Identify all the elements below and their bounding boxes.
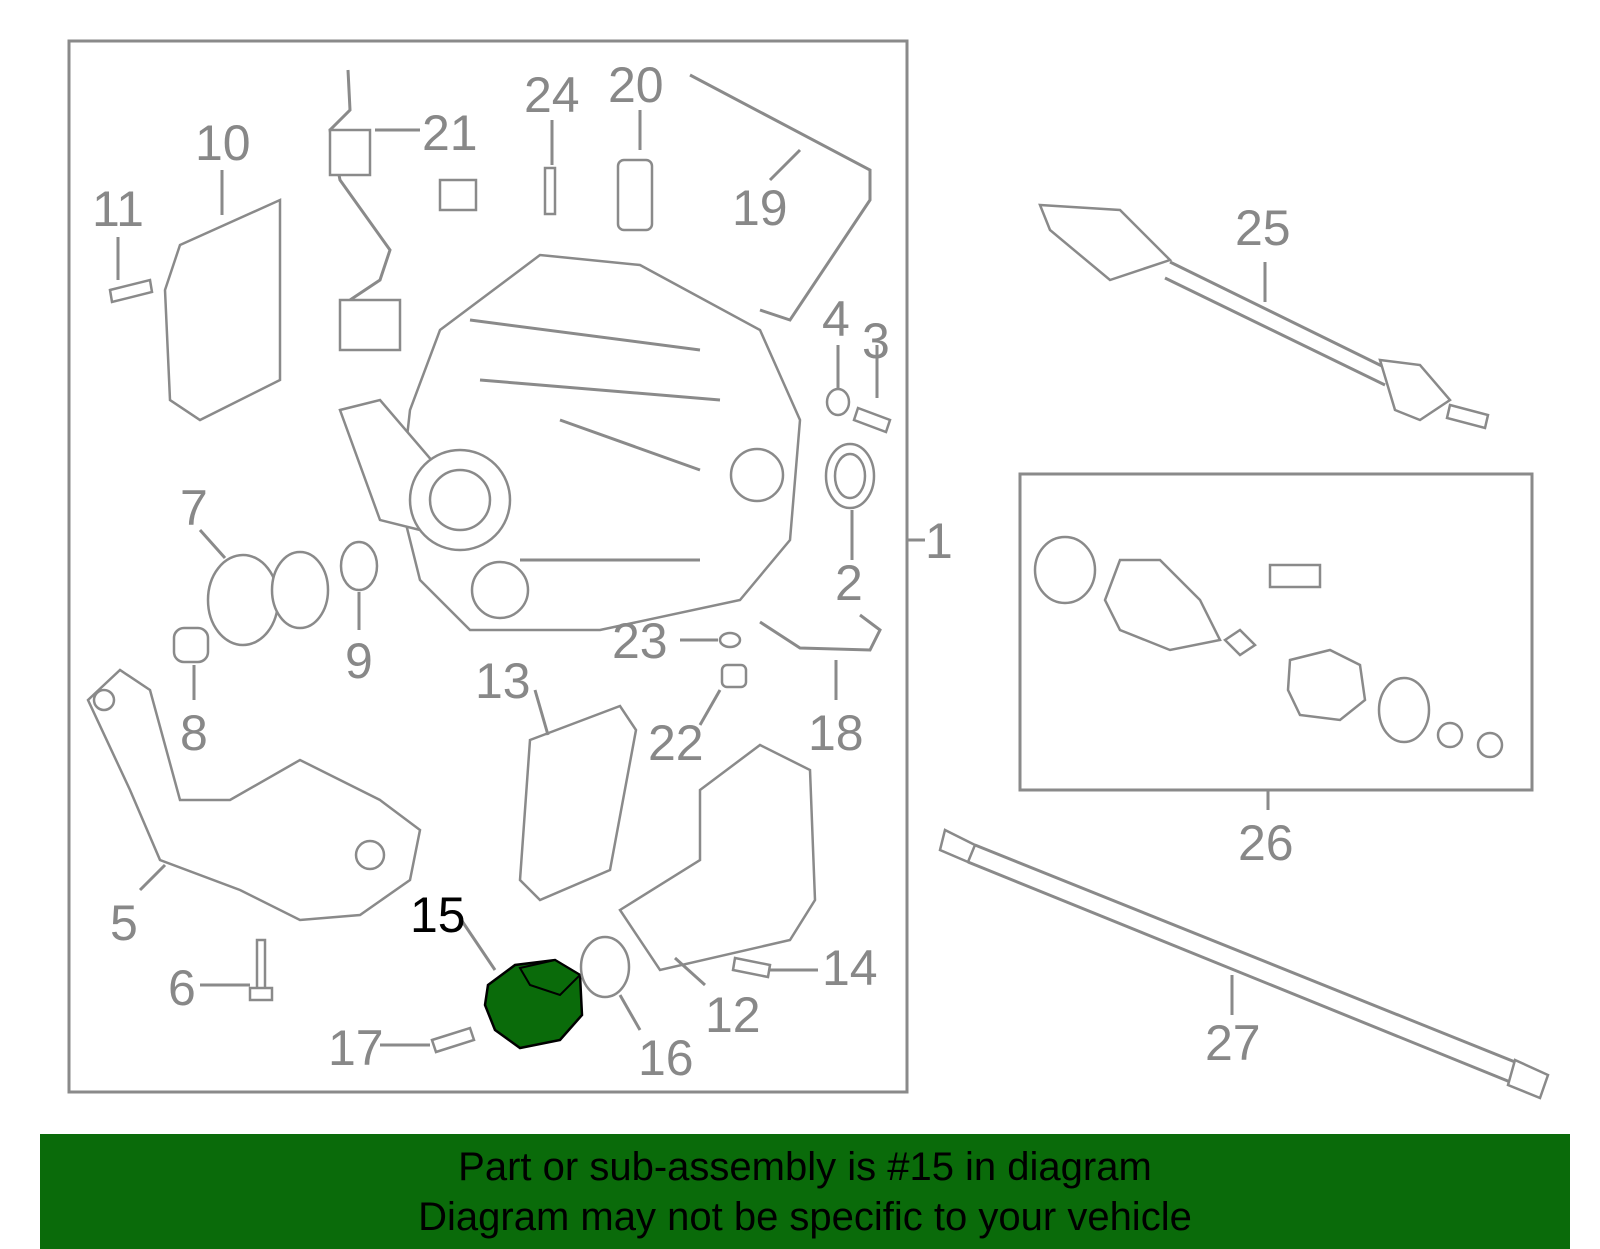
part-11-bolt — [108, 278, 154, 304]
part-16-oring — [579, 935, 631, 999]
part-info-banner: Part or sub-assembly is #15 in diagram D… — [40, 1134, 1570, 1249]
callout-9: 9 — [345, 633, 373, 689]
callout-24: 24 — [524, 67, 580, 123]
callout-19: 19 — [732, 180, 788, 236]
transaxle-case — [338, 253, 802, 632]
callout-18: 18 — [808, 705, 864, 761]
part-27-shaft — [938, 828, 1550, 1100]
part-23-washer — [718, 631, 742, 649]
banner-line-1: Part or sub-assembly is #15 in diagram — [458, 1145, 1152, 1189]
part-3-bolt — [852, 406, 892, 434]
part-8-plug — [172, 626, 210, 664]
part-15-actuator — [483, 958, 584, 1050]
part-9-seal — [339, 540, 379, 592]
callout-3: 3 — [862, 313, 890, 369]
callout-26: 26 — [1238, 815, 1294, 871]
part-26-joint-kit — [1033, 535, 1504, 759]
banner-line-2: Diagram may not be specific to your vehi… — [418, 1195, 1192, 1239]
callout-11: 11 — [92, 181, 144, 237]
part-18-pipe — [759, 613, 882, 652]
callout-16: 16 — [638, 1030, 694, 1086]
part-6-bolt — [255, 938, 267, 992]
part-4-washer — [825, 387, 851, 417]
part-20-sensor — [616, 158, 654, 232]
callout-10: 10 — [195, 115, 251, 171]
callout-20: 20 — [608, 57, 664, 113]
part-10-module — [163, 198, 282, 422]
part-7-mount — [206, 553, 280, 647]
main-assembly-frame — [67, 39, 909, 1094]
leaders — [116, 110, 1270, 1047]
callout-13: 13 — [475, 653, 531, 709]
part-22-plug — [720, 663, 748, 689]
callout-17: 17 — [328, 1020, 384, 1076]
part-5-crossmember — [86, 668, 422, 922]
part-12-housing — [618, 743, 817, 972]
callout-25: 25 — [1235, 200, 1291, 256]
callout-6: 6 — [168, 960, 196, 1016]
part-19-pipe — [689, 73, 872, 322]
callout-4: 4 — [822, 291, 850, 347]
joint-kit-frame — [1018, 472, 1534, 792]
callout-1: 1 — [925, 513, 953, 569]
callout-27: 27 — [1205, 1015, 1261, 1071]
part-17-bolt — [430, 1026, 476, 1054]
callout-8: 8 — [180, 705, 208, 761]
callout-labels: 1 2 3 4 5 6 7 8 9 10 11 12 13 14 15 16 1… — [92, 57, 1294, 1086]
callout-14: 14 — [822, 940, 878, 996]
callout-15: 15 — [410, 887, 466, 943]
callout-2: 2 — [835, 555, 863, 611]
part-25-axle — [1038, 203, 1490, 430]
callout-7: 7 — [180, 480, 208, 536]
callout-12: 12 — [705, 987, 761, 1043]
part-21-harness — [328, 69, 392, 302]
part-14-bolt — [731, 956, 772, 979]
part-24-bolt — [543, 166, 557, 216]
callout-5: 5 — [110, 895, 138, 951]
callout-23: 23 — [612, 613, 668, 669]
part-13-gasket — [518, 704, 638, 902]
callout-21: 21 — [422, 105, 478, 161]
callout-22: 22 — [648, 715, 704, 771]
